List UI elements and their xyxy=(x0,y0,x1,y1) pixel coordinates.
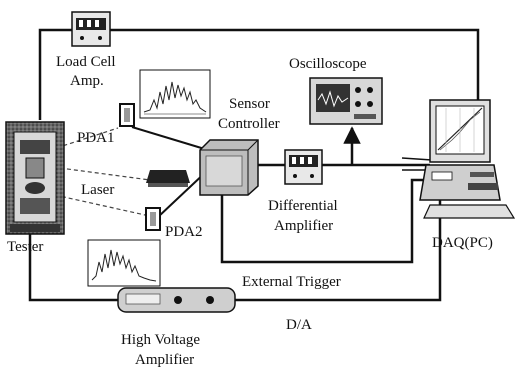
signal-waveform-thumbnail xyxy=(87,239,161,287)
sensor-controller-label-line2: Controller xyxy=(218,116,280,132)
laser-label: Laser xyxy=(81,182,114,198)
load-cell-amp-label-line1: Load Cell xyxy=(56,54,116,70)
differential-amplifier-label-line1: Differential xyxy=(268,198,338,214)
oscilloscope-label: Oscilloscope xyxy=(289,56,367,72)
laser-device xyxy=(146,170,190,187)
d-a-label: D/A xyxy=(286,317,312,333)
daq-pc-label: DAQ(PC) xyxy=(432,235,493,251)
daq-pc-computer xyxy=(419,99,516,219)
high-voltage-amplifier-label-line1: High Voltage xyxy=(121,332,200,348)
sensor-controller-label-line1: Sensor xyxy=(229,96,270,112)
differential-amplifier-device xyxy=(284,149,323,185)
tester-machine xyxy=(5,121,65,235)
external-trigger-label: External Trigger xyxy=(242,274,341,290)
differential-amplifier-label-line2: Amplifier xyxy=(274,218,333,234)
high-voltage-amplifier-label-line2: Amplifier xyxy=(135,352,194,368)
load-cell-amp-label-line2: Amp. xyxy=(70,73,104,89)
pda1-label: PDA1 xyxy=(77,130,115,146)
high-voltage-amplifier-device xyxy=(117,287,236,313)
pda2-label: PDA2 xyxy=(165,224,203,240)
optical-beam-lines xyxy=(49,127,151,216)
load-cell-amp-device xyxy=(71,11,111,47)
force-waveform-thumbnail xyxy=(139,69,211,119)
labels: Load Cell Amp. Oscilloscope Sensor Contr… xyxy=(7,54,493,368)
pda1-sensor xyxy=(119,103,135,127)
sensor-controller-device xyxy=(199,139,259,196)
oscilloscope-device xyxy=(309,77,383,125)
pda2-sensor xyxy=(145,207,161,231)
tester-label: Tester xyxy=(7,239,43,255)
